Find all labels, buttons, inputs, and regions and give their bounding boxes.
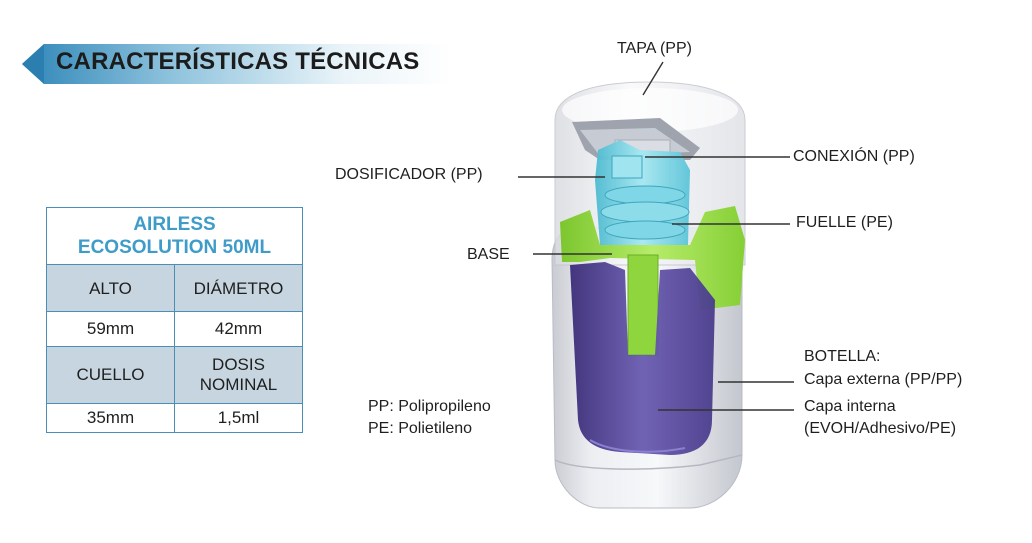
table-row: CUELLO DOSIS NOMINAL (46, 346, 303, 404)
table-row: ALTO DIÁMETRO (46, 264, 303, 312)
table-row: 59mm 42mm (46, 311, 303, 347)
label-capa-externa: Capa externa (PP/PP) (804, 371, 963, 388)
label-botella: BOTELLA: (804, 348, 881, 365)
page-title: CARACTERÍSTICAS TÉCNICAS (56, 48, 420, 75)
leader-lines (518, 61, 794, 411)
label-capa-interna-detail: (EVOH/Adhesivo/PE) (804, 420, 957, 437)
spec-title-line1: AIRLESS (133, 214, 216, 235)
value-dosis: 1,5ml (174, 403, 303, 433)
bottle-lip (554, 454, 743, 470)
table-row: 35mm 1,5ml (46, 403, 303, 433)
banner-background (22, 44, 452, 84)
legend-pp: PP: Polipropileno (368, 398, 491, 415)
header-dosis-nominal: DOSIS NOMINAL (174, 346, 303, 404)
header-diametro: DIÁMETRO (174, 264, 303, 312)
label-conexion: CONEXIÓN (PP) (793, 148, 915, 165)
label-fuelle: FUELLE (PE) (796, 214, 893, 231)
spec-table: AIRLESS ECOSOLUTION 50ML ALTO DIÁMETRO 5… (46, 207, 303, 433)
dosis-line2: NOMINAL (199, 375, 278, 394)
fuelle-bellows (595, 140, 690, 245)
header-banner: CARACTERÍSTICAS TÉCNICAS (22, 42, 452, 86)
legend-pe: PE: Polietileno (368, 420, 473, 437)
value-cuello: 35mm (46, 403, 175, 433)
inner-layer-purple (570, 262, 715, 455)
label-tapa: TAPA (PP) (617, 40, 692, 57)
header-alto: ALTO (46, 264, 175, 312)
spec-table-title: AIRLESS ECOSOLUTION 50ML (46, 207, 303, 265)
value-diametro: 42mm (174, 311, 303, 347)
label-dosificador: DOSIFICADOR (PP) (335, 166, 483, 183)
dosis-line1: DOSIS (212, 355, 265, 374)
header-cuello: CUELLO (46, 346, 175, 404)
label-capa-interna: Capa interna (804, 398, 896, 415)
label-base: BASE (467, 246, 510, 263)
spec-title-line2: ECOSOLUTION 50ML (77, 237, 272, 258)
